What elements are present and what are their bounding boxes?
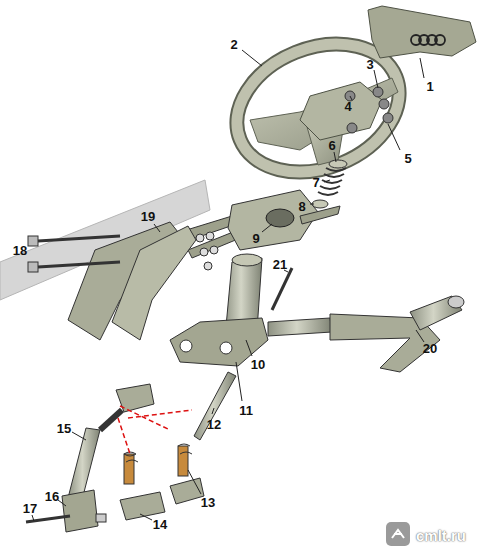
callout-number: 3 [364, 57, 375, 72]
callout-number: 1 [424, 79, 435, 94]
callout-number: 12 [205, 417, 223, 432]
callout-number: 18 [11, 243, 29, 258]
callout-number: 5 [402, 151, 413, 166]
callout-number: 20 [421, 341, 439, 356]
assembly-lines [118, 406, 192, 454]
callout-number: 19 [139, 209, 157, 224]
callout-number: 13 [199, 495, 217, 510]
callout-number: 6 [326, 138, 337, 153]
watermark-icon [392, 530, 404, 538]
watermark: cmlt.ru [414, 527, 468, 544]
callout-number: 10 [249, 357, 267, 372]
callout-number: 2 [228, 37, 239, 52]
callout-number: 15 [55, 421, 73, 436]
callout-number: 11 [237, 403, 255, 418]
watermark-icon [386, 522, 410, 546]
column-tube [170, 254, 268, 366]
horn-cover [368, 6, 476, 58]
upper-shaft [194, 372, 236, 440]
bolt [272, 268, 292, 310]
joint-parts [120, 444, 204, 520]
leader-lines [32, 50, 424, 521]
callout-number: 9 [250, 231, 261, 246]
callout-number: 8 [296, 199, 307, 214]
combination-switch [180, 190, 340, 258]
callout-number: 17 [21, 501, 39, 516]
mounting-bracket [68, 222, 218, 340]
callout-number: 21 [271, 257, 289, 272]
lock-housing [268, 296, 464, 372]
callout-number: 14 [151, 517, 169, 532]
callout-number: 7 [310, 175, 321, 190]
callout-number: 16 [43, 489, 61, 504]
bolts [28, 236, 120, 272]
callout-number: 4 [342, 99, 353, 114]
